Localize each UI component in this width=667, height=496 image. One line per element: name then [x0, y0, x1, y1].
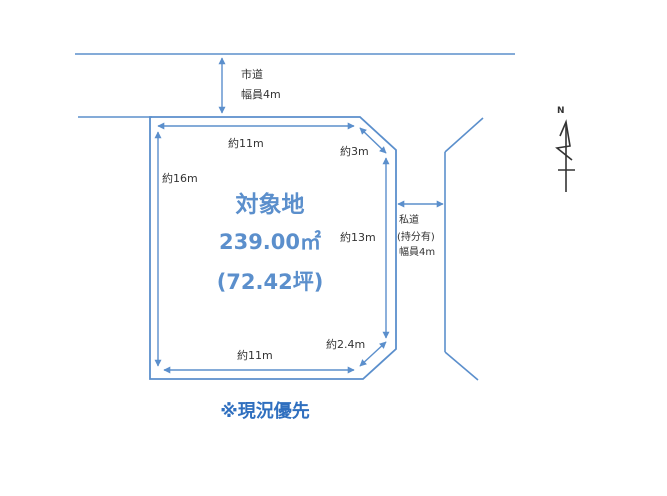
private-road-name: 私道 [399, 215, 419, 226]
lot-boundary [149, 116, 397, 380]
lot-area-sqm: 239.00㎡ [218, 230, 322, 254]
private-road-left-edge-lower [444, 351, 479, 381]
dim-label-top-right-corner: 約3m [340, 145, 369, 158]
dim-arrow-bottom-right-corner [359, 341, 387, 367]
dim-label-top: 約11m [228, 137, 264, 150]
private-road-ownership: (持分有) [397, 232, 435, 243]
dim-label-bottom-right-corner: 約2.4m [326, 338, 366, 351]
lot-title: 対象地 [235, 192, 305, 218]
city-road-width: 幅員4m [241, 88, 281, 101]
dim-arrow-top-right-corner [359, 127, 387, 154]
city-road-name: 市道 [241, 68, 263, 81]
dim-label-bottom: 約11m [237, 349, 273, 362]
north-label: N [557, 106, 565, 116]
private-road-width: 幅員4m [399, 247, 436, 258]
north-arrow-icon [555, 119, 575, 192]
private-road-left-edge-upper [444, 117, 484, 153]
current-condition-note: ※現況優先 [220, 401, 310, 422]
dim-label-right: 約13m [340, 231, 376, 244]
lot-area-tsubo: (72.42坪) [216, 270, 324, 294]
dim-label-left: 約16m [162, 172, 198, 185]
